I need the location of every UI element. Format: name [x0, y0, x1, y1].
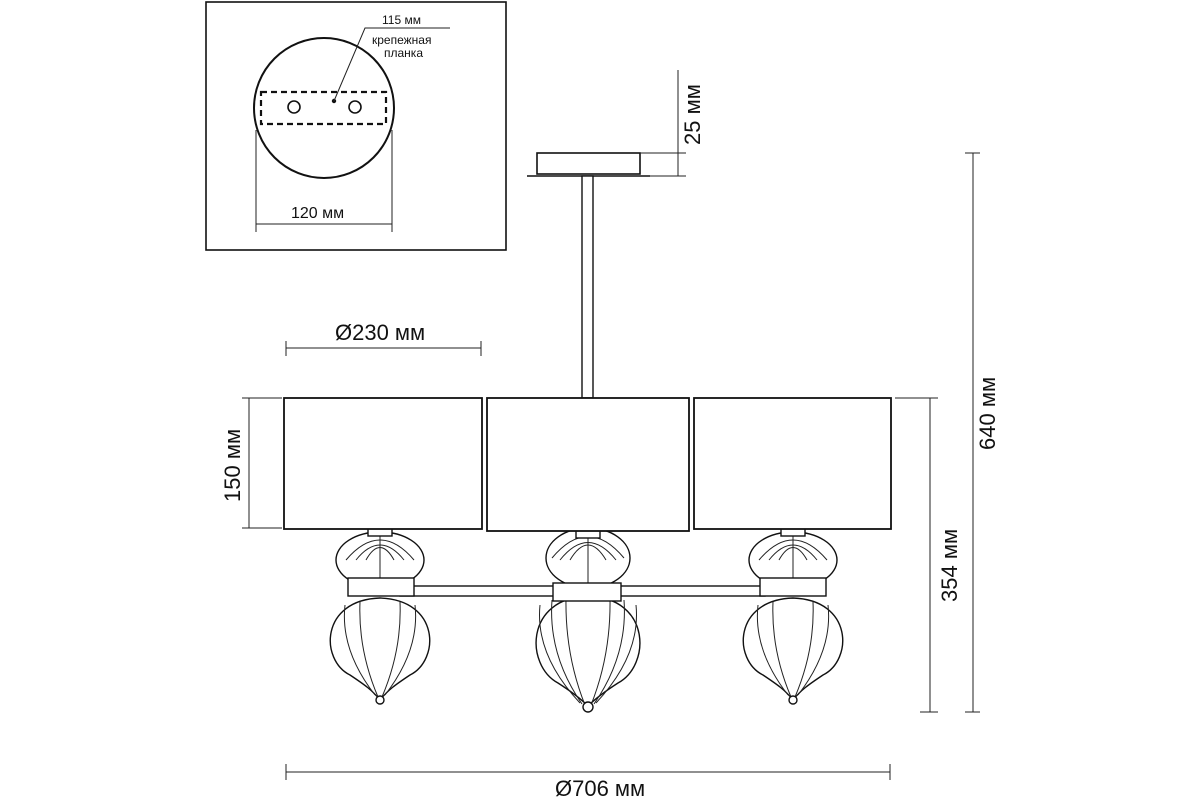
- total-diameter-dim: Ø706 мм: [285, 764, 891, 800]
- canopy-body: [536, 152, 641, 175]
- canopy-height-label: 25 мм: [680, 84, 705, 145]
- mount-hole-left: [287, 100, 301, 114]
- canopy-height-dim: 25 мм: [640, 70, 705, 177]
- body-height-dim: 354 мм: [895, 397, 962, 713]
- shade-diameter-label: Ø230 мм: [335, 320, 425, 345]
- shade-diameter-dim: Ø230 мм: [285, 320, 482, 356]
- canopy-inset: 115 мм крепежная планка 120 мм: [205, 1, 507, 251]
- shade-left: [283, 397, 483, 530]
- mount-plate-width-label: 115 мм: [382, 13, 421, 27]
- glass-body-right: [742, 527, 844, 705]
- hole-spacing-label: 120 мм: [291, 205, 344, 222]
- total-height-dim: 640 мм: [965, 152, 1000, 713]
- shade-right: [693, 397, 892, 530]
- mounting-bar: [259, 90, 388, 126]
- shade-height-dim: 150 мм: [220, 397, 282, 529]
- mount-plate-name-label-1: крепежная: [372, 33, 431, 47]
- canopy-circle: [253, 37, 395, 179]
- leader-line: [333, 27, 450, 102]
- body-height-label: 354 мм: [937, 529, 962, 602]
- canopy-side-view: [527, 152, 650, 399]
- stem: [581, 175, 594, 399]
- mount-plate-name-label-2: планка: [384, 46, 423, 60]
- glass-body-center: [535, 527, 641, 713]
- shade-height-label: 150 мм: [220, 429, 245, 502]
- total-diameter-label: Ø706 мм: [555, 776, 645, 800]
- mount-hole-right: [348, 100, 362, 114]
- shade-center: [486, 397, 690, 532]
- total-height-label: 640 мм: [975, 377, 1000, 450]
- glass-body-left: [329, 527, 431, 705]
